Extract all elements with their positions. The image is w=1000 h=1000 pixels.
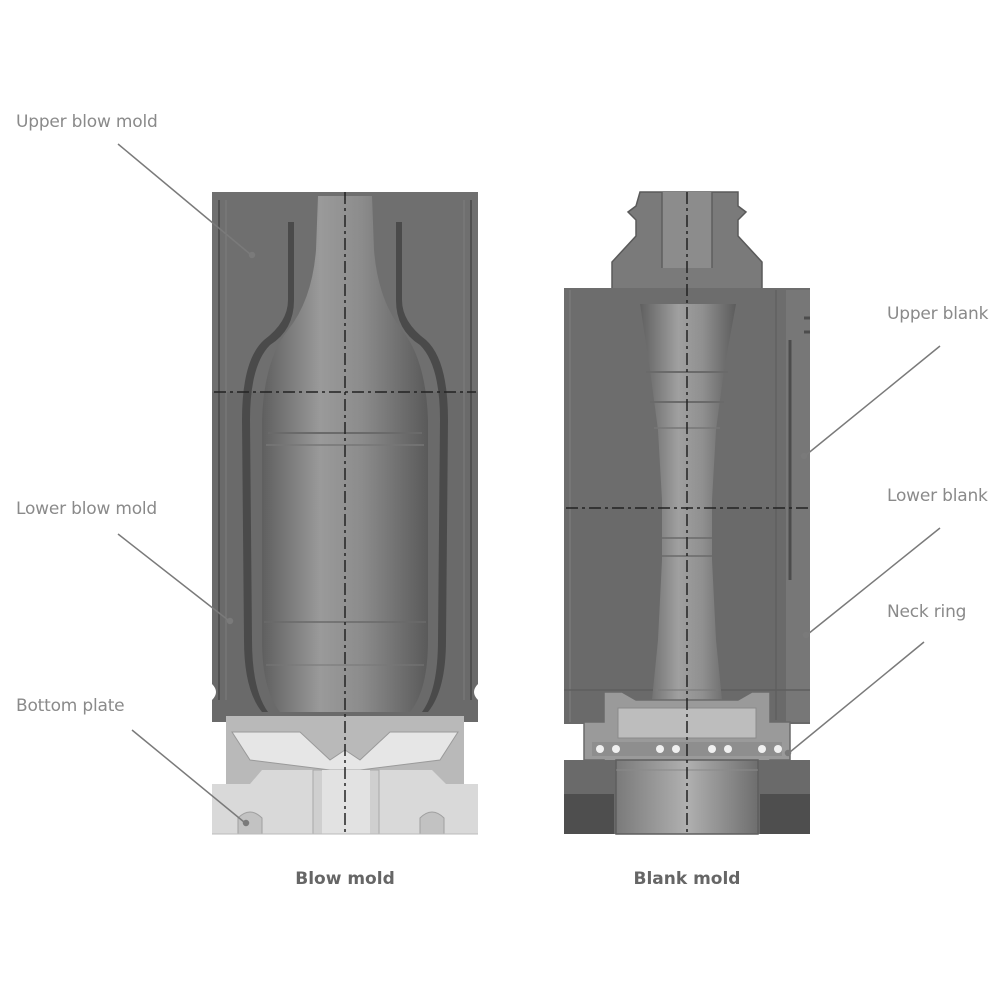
leader-lower-blank — [807, 527, 941, 635]
cooling-channel — [242, 222, 294, 712]
leader-upper-blank — [805, 345, 941, 456]
leader-lower-blow-mold — [117, 533, 229, 621]
label-lower-blank: Lower blank — [887, 486, 988, 506]
blank-mold-illustration — [564, 191, 810, 835]
neck-ring-vents — [596, 745, 782, 753]
label-bottom-plate: Bottom plate — [16, 696, 125, 716]
leader-upper-blow-mold — [117, 143, 251, 255]
blow-mold-illustration — [212, 192, 478, 835]
label-neck-ring: Neck ring — [887, 602, 967, 622]
label-lower-blow-mold: Lower blow mold — [16, 499, 158, 519]
label-upper-blank: Upper blank — [887, 304, 989, 324]
caption-blow-mold: Blow mold — [295, 869, 395, 889]
caption-blank-mold: Blank mold — [633, 869, 741, 889]
leader-lines — [117, 143, 941, 827]
leader-neck-ring — [789, 641, 925, 753]
label-upper-blow-mold: Upper blow mold — [16, 112, 158, 132]
leader-bottom-plate — [131, 729, 245, 823]
